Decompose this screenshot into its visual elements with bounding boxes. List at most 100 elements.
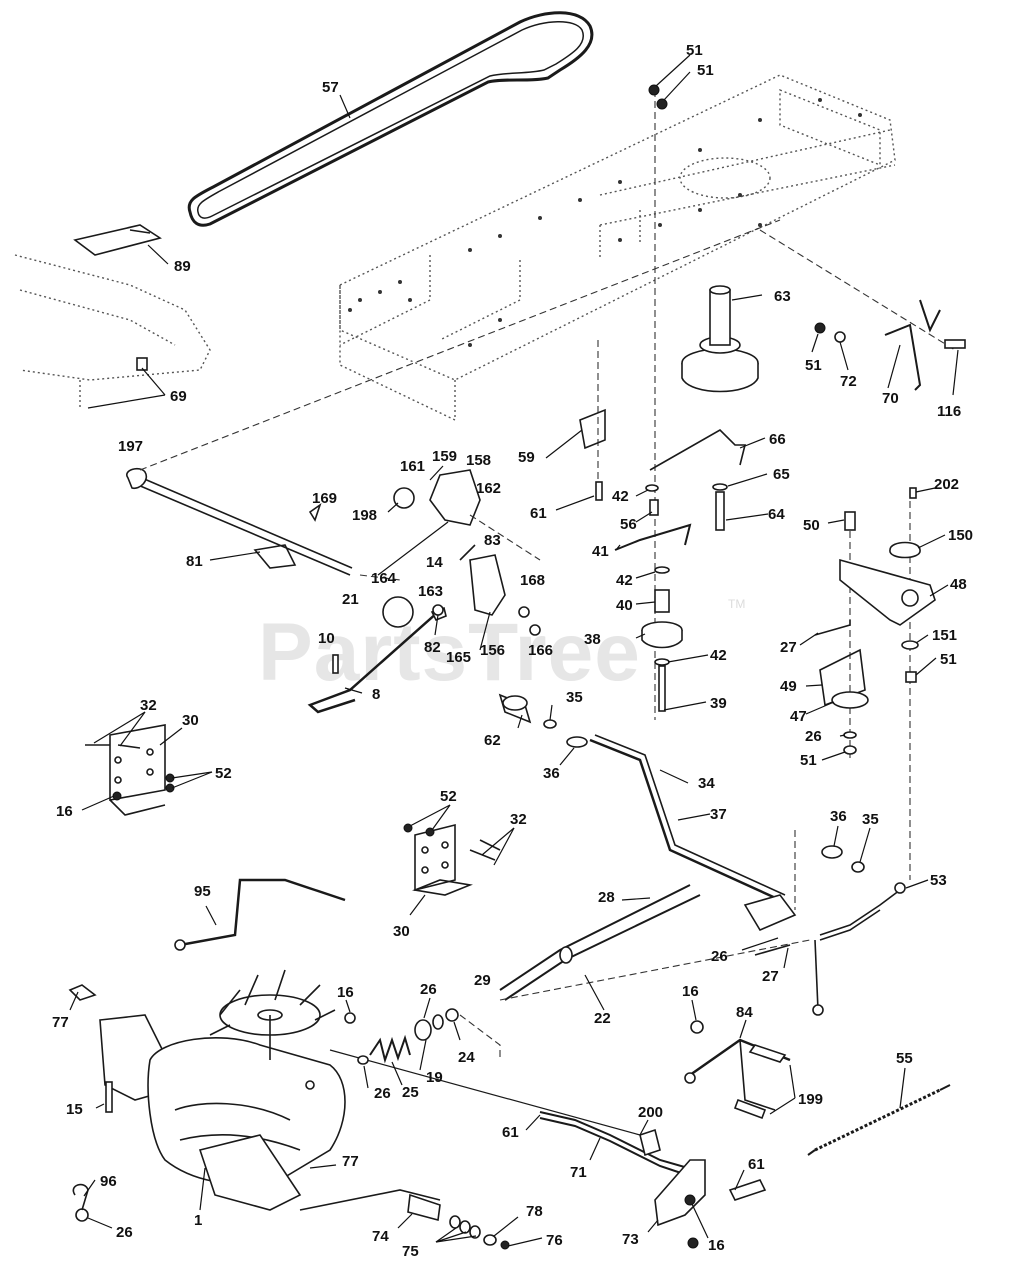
watermark: PartsTree TM [258, 597, 745, 698]
callout-label: 61 [502, 1124, 519, 1141]
link-84 [684, 1020, 791, 1120]
callout-label: 42 [616, 572, 633, 589]
callout-label: 10 [318, 630, 335, 647]
callout-label: 26 [805, 728, 822, 745]
lift-shaft [498, 693, 906, 1016]
callout-label: 30 [393, 923, 410, 940]
callout-label: 84 [736, 1004, 753, 1021]
callout-label: 51 [697, 62, 714, 79]
callout-label: 51 [805, 357, 822, 374]
callout-label: 48 [950, 576, 967, 593]
callout-label: 41 [592, 543, 609, 560]
callout-label: 32 [140, 697, 157, 714]
callout-label: 16 [682, 983, 699, 1000]
callout-label: 49 [780, 678, 797, 695]
callout-label: 16 [337, 984, 354, 1001]
callout-label: 77 [52, 1014, 69, 1031]
callout-label: 159 [432, 448, 457, 465]
callout-label: 26 [420, 981, 437, 998]
callout-label: 15 [66, 1101, 83, 1118]
callout-label: 158 [466, 452, 491, 469]
callout-label: 25 [402, 1084, 419, 1101]
callout-label: 71 [570, 1164, 587, 1181]
callout-label: 14 [426, 554, 443, 571]
callout-label: 166 [528, 642, 553, 659]
callout-label: 27 [762, 968, 779, 985]
callout-label: 83 [484, 532, 501, 549]
center-pulley-stack [579, 84, 759, 720]
callout-label: 198 [352, 507, 377, 524]
callout-label: 26 [711, 948, 728, 965]
callout-label: 56 [620, 516, 637, 533]
callout-label: 89 [174, 258, 191, 275]
spring-assembly [357, 1008, 501, 1065]
callout-label: 22 [594, 1010, 611, 1027]
callout-label: 38 [584, 631, 601, 648]
callout-label: 42 [612, 488, 629, 505]
frame [339, 74, 896, 422]
watermark-text: PartsTree [258, 607, 641, 698]
callout-label: 61 [748, 1156, 765, 1173]
callout-label: 70 [882, 390, 899, 407]
callout-label: 77 [342, 1153, 359, 1170]
callout-label: 96 [100, 1173, 117, 1190]
callout-label: 8 [372, 686, 380, 703]
callout-label: 51 [800, 752, 817, 769]
callout-labels: 57 51 51 89 69 63 51 72 70 116 197 66 59… [52, 42, 973, 1260]
knob-21 [382, 596, 414, 628]
drive-belt [187, 11, 594, 227]
callout-label: 39 [710, 695, 727, 712]
callout-label: 27 [780, 639, 797, 656]
callout-label: 74 [372, 1228, 389, 1245]
rod-71 [539, 1111, 767, 1249]
callout-label: 29 [474, 972, 491, 989]
axle-hardware [299, 1189, 510, 1250]
shift-rod [126, 219, 781, 576]
callout-label: 28 [598, 889, 615, 906]
callout-label: 156 [480, 642, 505, 659]
callout-label: 161 [400, 458, 425, 475]
callout-label: 116 [937, 403, 961, 420]
callout-label: 199 [798, 1091, 823, 1108]
callout-label: 197 [118, 438, 143, 455]
callout-label: 150 [948, 527, 973, 544]
callout-label: 57 [322, 79, 339, 96]
callout-label: 40 [616, 597, 633, 614]
callout-label: 65 [773, 466, 790, 483]
callout-label: 76 [546, 1232, 563, 1249]
callout-label: 82 [424, 639, 441, 656]
callout-label: 62 [484, 732, 501, 749]
callout-label: 32 [510, 811, 527, 828]
callout-label: 1 [194, 1212, 202, 1229]
callout-label: 162 [476, 480, 501, 497]
callout-label: 69 [170, 388, 187, 405]
shift-lever-assembly [307, 469, 541, 714]
transaxle [68, 969, 641, 1222]
callout-label: 72 [840, 373, 857, 390]
callout-label: 50 [803, 517, 820, 534]
callout-label: 53 [930, 872, 947, 889]
leader-lines [69, 54, 959, 1247]
callout-label: 66 [769, 431, 786, 448]
callout-label: 24 [458, 1049, 475, 1066]
callout-label: 51 [940, 651, 957, 668]
callout-label: 47 [790, 708, 807, 725]
spring-55 [807, 1084, 951, 1156]
callout-label: 16 [708, 1237, 725, 1254]
fender [14, 224, 211, 410]
callout-label: 37 [710, 806, 727, 823]
callout-label: 16 [56, 803, 73, 820]
idler-bracket-assembly [759, 229, 966, 880]
callout-label: 165 [446, 649, 471, 666]
callout-label: 35 [566, 689, 583, 706]
callout-label: 21 [342, 591, 359, 608]
callout-label: 36 [543, 765, 560, 782]
callout-label: 164 [371, 570, 397, 587]
decal-89 [73, 224, 162, 256]
callout-label: 19 [426, 1069, 443, 1086]
callout-label: 34 [698, 775, 715, 792]
callout-label: 52 [440, 788, 457, 805]
callout-label: 168 [520, 572, 545, 589]
callout-label: 52 [215, 765, 232, 782]
